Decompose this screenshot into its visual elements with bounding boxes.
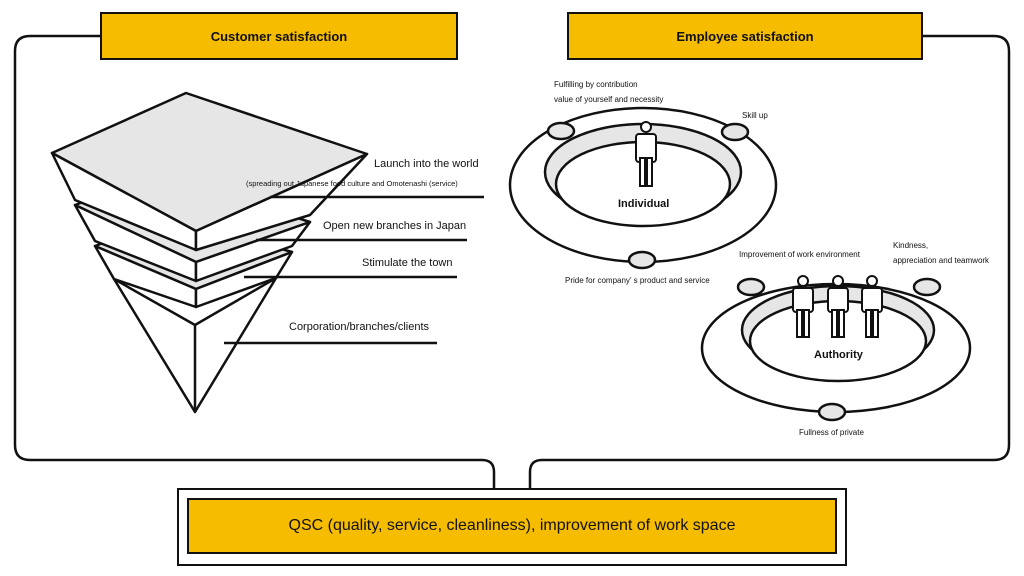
individual-node-right [720, 122, 750, 142]
customer-satisfaction-title: Customer satisfaction [210, 28, 348, 44]
individual-center-label: Individual [618, 198, 670, 210]
individual-bottom-label: Pride for company’ s product and service [565, 276, 710, 285]
group-people-icon [792, 275, 883, 338]
right-panel-outline [528, 34, 1011, 490]
individual-top-label-1: Fulfilling by contribution [554, 80, 638, 89]
individual-node-left [546, 121, 576, 141]
pyramid-diagram [50, 91, 369, 414]
individual-top-label-2: value of yourself and necessity [554, 95, 664, 104]
authority-right-label-2: appreciation and teamwork [893, 256, 990, 265]
authority-right-label-1: Kindness, [893, 241, 929, 250]
customer-satisfaction-banner: Customer satisfaction [100, 12, 458, 60]
authority-center-label: Authority [814, 349, 863, 361]
employee-satisfaction-banner: Employee satisfaction [567, 12, 923, 60]
authority-bottom-label: Fullness of private [799, 428, 864, 437]
pyramid-layer-1-sublabel: (spreading out Japanese food culture and… [246, 179, 458, 188]
employee-satisfaction-title: Employee satisfaction [676, 28, 814, 44]
individual-node-bottom [627, 250, 657, 270]
authority-left-label: Improvement of work environment [739, 250, 860, 259]
authority-node-bottom [817, 402, 847, 422]
authority-node-left [736, 277, 766, 297]
person-icon [635, 121, 657, 187]
left-panel-outline [13, 34, 496, 490]
pyramid-layer-3-label: Stimulate the town [362, 257, 453, 269]
authority-node-right [912, 277, 942, 297]
qsc-label: QSC (quality, service, cleanliness), imp… [288, 517, 736, 534]
pyramid-layer-1-label: Launch into the world [374, 158, 479, 170]
authority-ring [700, 277, 972, 422]
pyramid-layer-4-label: Corporation/branches/clients [289, 321, 430, 333]
qsc-box: QSC (quality, service, cleanliness), imp… [187, 498, 837, 554]
individual-right-label: Skill up [742, 111, 768, 120]
pyramid-layer-2-label: Open new branches in Japan [323, 220, 467, 232]
